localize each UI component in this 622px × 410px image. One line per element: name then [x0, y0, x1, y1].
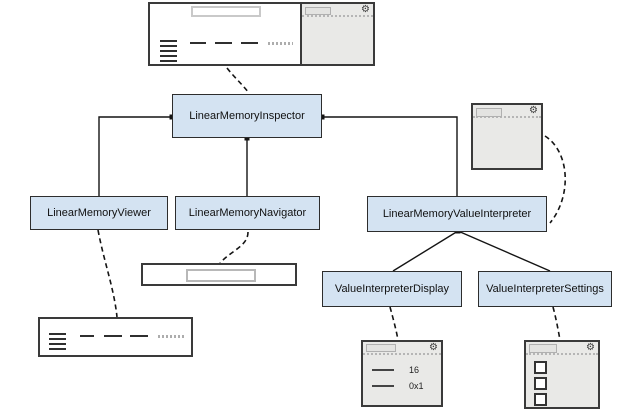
- byte-dash-sketch: [80, 335, 94, 337]
- dashed-edge-display-mock: [389, 306, 399, 341]
- dashed-edge-interpreter-mock: [544, 135, 567, 224]
- mock-side-panel: ⚙: [300, 4, 373, 64]
- dashed-edge-settings-mock: [552, 306, 561, 341]
- node-linear-memory-value-interpreter[interactable]: LinearMemoryValueInterpreter: [367, 196, 547, 232]
- checkbox-icon: [534, 361, 547, 374]
- value-text: 0x1: [409, 381, 424, 391]
- dashed-edge-viewer-mock: [97, 229, 118, 318]
- value-row: 0x1: [372, 381, 424, 391]
- header-input-sketch: [366, 344, 396, 352]
- value-line-sketch: [372, 385, 394, 387]
- checkbox-icon: [534, 393, 547, 406]
- edge-interpreter-display: [392, 230, 459, 272]
- ascii-dots-sketch: [158, 335, 185, 338]
- panel-header: ⚙: [302, 4, 373, 17]
- checkbox-icon: [534, 377, 547, 390]
- gear-icon: ⚙: [361, 4, 370, 15]
- node-linear-memory-viewer[interactable]: LinearMemoryViewer: [30, 196, 168, 230]
- node-label: LinearMemoryInspector: [189, 110, 305, 122]
- byte-dash-sketch: [130, 335, 148, 337]
- value-line-sketch: [372, 369, 394, 371]
- panel-input-sketch: [305, 7, 331, 15]
- gear-icon: ⚙: [429, 342, 438, 353]
- node-label: LinearMemoryValueInterpreter: [382, 208, 532, 220]
- node-label: LinearMemoryNavigator: [188, 207, 307, 219]
- node-label: LinearMemoryViewer: [47, 207, 151, 219]
- ascii-dots-sketch: [268, 42, 293, 45]
- byte-dash-sketch: [241, 42, 258, 44]
- node-linear-memory-navigator[interactable]: LinearMemoryNavigator: [175, 196, 320, 230]
- window-header: ⚙: [526, 342, 598, 355]
- byte-dash-sketch: [104, 335, 122, 337]
- node-value-interpreter-display[interactable]: ValueInterpreterDisplay: [322, 271, 462, 307]
- node-linear-memory-inspector[interactable]: LinearMemoryInspector: [172, 94, 322, 138]
- gear-icon: ⚙: [529, 105, 538, 116]
- window-header: ⚙: [473, 105, 541, 118]
- mock-interpreter-window[interactable]: ⚙: [471, 103, 543, 170]
- edge-interpreter-settings: [457, 230, 551, 272]
- edge-inspector-interpreter: [322, 116, 458, 196]
- mock-display-window[interactable]: ⚙ 16 0x1: [361, 340, 443, 407]
- value-row: 16: [372, 365, 419, 375]
- memory-rows-sketch: [160, 40, 177, 65]
- header-input-sketch: [476, 108, 502, 117]
- mock-viewer-window[interactable]: [38, 317, 193, 357]
- memory-rows-sketch: [49, 333, 66, 353]
- mock-inspector-window[interactable]: ⚙: [148, 2, 375, 66]
- address-input-sketch: [191, 6, 261, 17]
- mock-navigator-window[interactable]: [141, 263, 297, 286]
- gear-icon: ⚙: [586, 342, 595, 353]
- dashed-edge-navigator-mock: [219, 231, 249, 264]
- node-label: ValueInterpreterSettings: [486, 283, 604, 295]
- window-header: ⚙: [363, 342, 441, 355]
- byte-dash-sketch: [190, 42, 206, 44]
- navigator-input-sketch: [186, 269, 256, 282]
- edge-inspector-viewer: [98, 116, 172, 196]
- value-text: 16: [409, 365, 420, 375]
- byte-dash-sketch: [215, 42, 232, 44]
- node-label: ValueInterpreterDisplay: [334, 283, 450, 295]
- dashed-edge-inspector-mock: [226, 67, 250, 94]
- mock-settings-window[interactable]: ⚙: [524, 340, 600, 409]
- node-value-interpreter-settings[interactable]: ValueInterpreterSettings: [478, 271, 612, 307]
- header-input-sketch: [529, 344, 557, 353]
